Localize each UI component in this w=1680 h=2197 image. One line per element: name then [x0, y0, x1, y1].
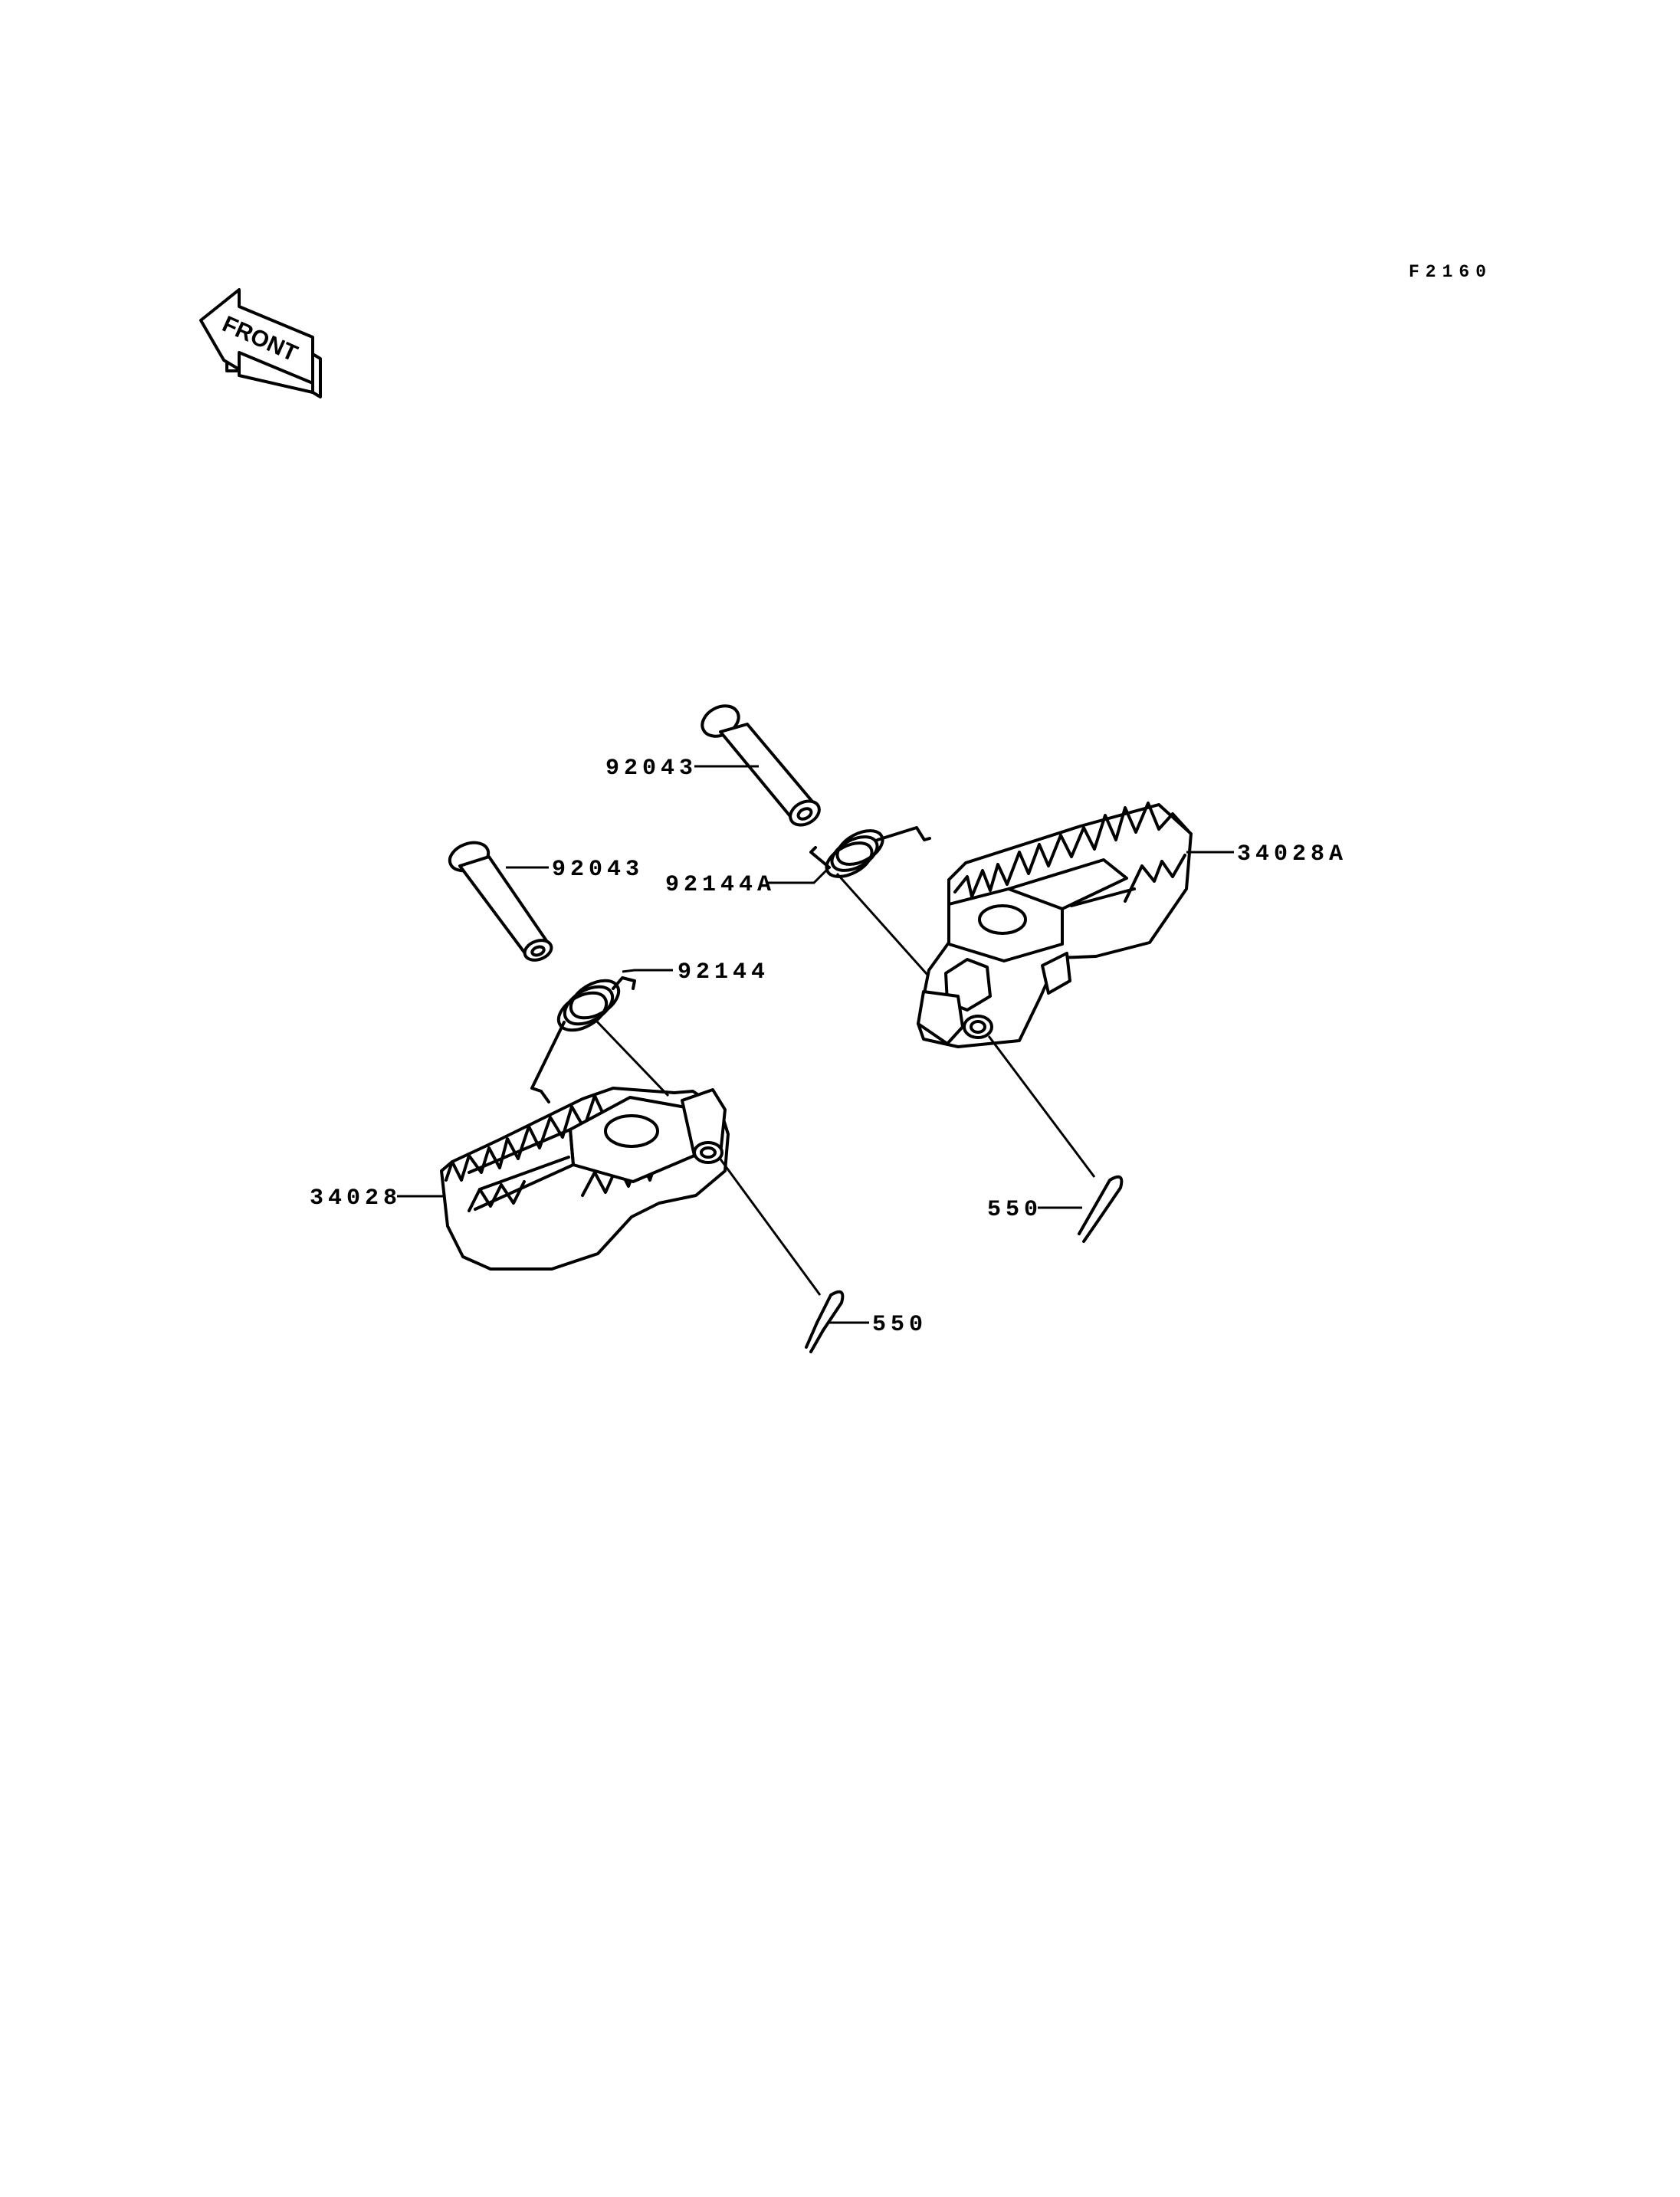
front-arrow-icon: FRONT — [199, 288, 322, 398]
callout-cotter-right: 550 — [987, 1197, 1042, 1223]
callout-spring-right: 92144A — [665, 872, 776, 898]
callout-spring-left: 92144 — [678, 959, 769, 985]
footpeg-right — [917, 802, 1193, 1048]
callout-footpeg-left: 34028 — [310, 1185, 402, 1212]
footpeg-left — [440, 1087, 730, 1271]
pin-lower — [448, 841, 553, 962]
cotter-pin-right — [1078, 1175, 1124, 1243]
callout-pin-lower: 92043 — [552, 857, 644, 883]
pin-upper — [701, 704, 821, 827]
spring-right — [809, 826, 931, 878]
spring-left — [530, 976, 636, 1103]
cotter-pin-left — [805, 1290, 845, 1353]
callout-pin-upper: 92043 — [605, 756, 697, 782]
leader-lines — [397, 765, 1234, 1324]
callout-cotter-left: 550 — [872, 1312, 927, 1338]
callout-footpeg-right: 34028A — [1237, 841, 1347, 867]
diagram-code: F2160 — [1409, 262, 1492, 282]
